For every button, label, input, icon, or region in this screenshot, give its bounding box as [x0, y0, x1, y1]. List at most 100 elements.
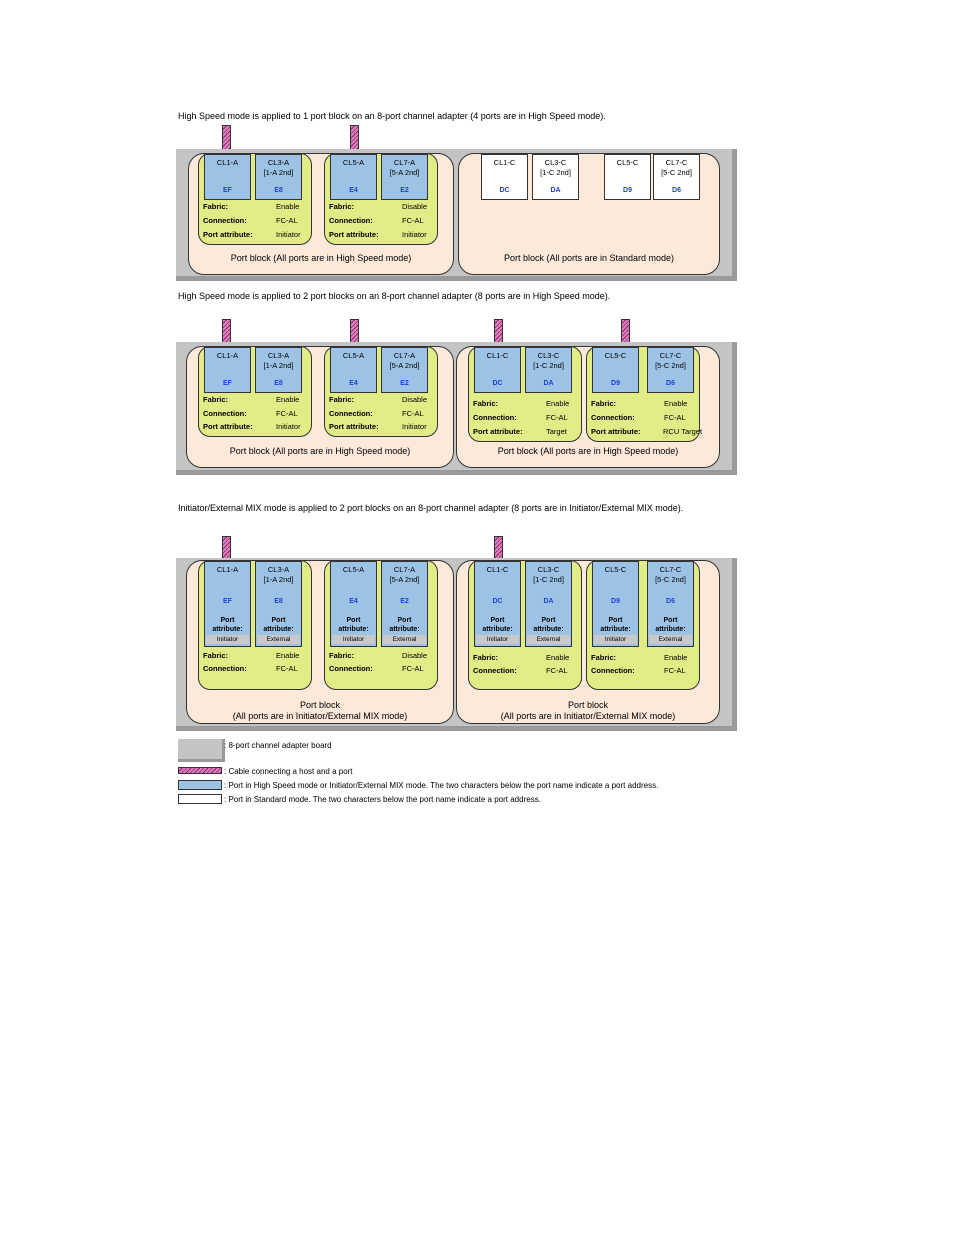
port-attr-label: Port	[490, 617, 505, 624]
port-cl5-a: CL5-A E4 Port attribute: Initiator	[330, 561, 377, 647]
legend-high-speed-text: : Port in High Speed mode or Initiator/E…	[224, 781, 659, 790]
port-group: CL5-A E4 CL7-A [5-A 2nd] E2 Fabric:Disab…	[324, 153, 438, 245]
port-block-standard: CL1-C DC CL3-C [1-C 2nd] DA CL5-C D9 CL7…	[458, 153, 720, 275]
port-address: E2	[400, 598, 409, 605]
port-sub: [1-A 2nd]	[263, 575, 294, 584]
port-cl3-a: CL3-A [1-A 2nd] E8	[255, 347, 302, 393]
legend-standard-swatch	[178, 794, 222, 804]
port-name: CL3-A	[267, 565, 290, 574]
port-name: CL1-C	[493, 158, 516, 167]
port-address: DC	[499, 187, 510, 194]
port-address: DA	[550, 187, 561, 194]
port-name: CL3-C	[537, 351, 560, 360]
port-address: DC	[492, 380, 503, 387]
port-name: CL5-A	[342, 565, 365, 574]
port-block-label: Port block (All ports are in Standard mo…	[503, 253, 675, 263]
port-cl5-a: CL5-A E4	[330, 347, 377, 393]
port-name: CL1-A	[216, 565, 239, 574]
port-block-mix: CL1-A EF Port attribute: Initiator CL3-A…	[186, 560, 454, 724]
port-attr-label: Port	[346, 617, 361, 624]
port-cl3-a: CL3-A [1-A 2nd] E8 Port attribute: Exter…	[255, 561, 302, 647]
caption-diagram-1: High Speed mode is applied to 1 port blo…	[178, 111, 606, 121]
port-sub: [1-C 2nd]	[533, 575, 564, 584]
port-sub: [5-A 2nd]	[389, 361, 420, 370]
port-cl1-c: CL1-C DC	[474, 347, 521, 393]
port-block-label-detail: (All ports are in Initiator/External MIX…	[232, 711, 408, 721]
port-name: CL5-A	[342, 351, 365, 360]
port-group: CL5-A E4 Port attribute: Initiator CL7-A…	[324, 560, 438, 690]
port-name: CL3-C	[537, 565, 560, 574]
port-sub: [1-A 2nd]	[263, 168, 294, 177]
port-name: CL5-C	[616, 158, 639, 167]
legend-cable-swatch	[178, 767, 222, 774]
port-address: D6	[666, 598, 675, 605]
port-group: CL5-C D9 CL7-C [5-C 2nd] D6 Fabric:Enabl…	[586, 346, 702, 442]
port-address: E2	[400, 187, 409, 194]
port-address: DA	[543, 598, 554, 605]
port-block-label: Port block	[567, 700, 609, 710]
port-address: E4	[349, 598, 358, 605]
port-cl1-a: CL1-A EF	[204, 154, 251, 200]
port-attr-label: attribute:	[600, 626, 631, 633]
port-attr-label: Port	[663, 617, 678, 624]
port-sub: [5-A 2nd]	[389, 575, 420, 584]
port-address: EF	[223, 187, 232, 194]
port-attr-label: attribute:	[655, 626, 686, 633]
port-group: CL1-A EF CL3-A [1-A 2nd] E8 Fabric:Enabl…	[198, 346, 312, 437]
adapter-board-d1: CL1-A EF CL3-A [1-A 2nd] E8 Fabric:Enabl…	[176, 149, 737, 281]
port-sub: [1-C 2nd]	[533, 361, 564, 370]
port-cl7-a: CL7-A [5-A 2nd] E2 Port attribute: Exter…	[381, 561, 428, 647]
port-attr-value: Initiator	[476, 635, 519, 644]
cable-cl1-c-d2	[494, 319, 503, 344]
port-address: E4	[349, 187, 358, 194]
port-cl3-c: CL3-C [1-C 2nd] DA	[525, 347, 572, 393]
port-name: CL5-C	[604, 351, 627, 360]
port-attr-label: attribute:	[212, 626, 243, 633]
port-cl1-c: CL1-C DC Port attribute: Initiator	[474, 561, 521, 647]
port-address: D9	[623, 187, 632, 194]
port-name: CL5-C	[604, 565, 627, 574]
port-block-high-speed-c: CL1-C DC CL3-C [1-C 2nd] DA Fabric:Enabl…	[456, 346, 720, 468]
port-name: CL3-A	[267, 158, 290, 167]
port-block-label: Port block (All ports are in High Speed …	[229, 446, 411, 456]
port-address: E8	[274, 187, 283, 194]
port-block-label: Port block (All ports are in High Speed …	[230, 253, 412, 263]
cable-cl1-a-d1	[222, 125, 231, 151]
port-attr-label: Port	[608, 617, 623, 624]
caption-diagram-2: High Speed mode is applied to 2 port blo…	[178, 291, 611, 301]
port-cl3-a: CL3-A [1-A 2nd] E8	[255, 154, 302, 200]
port-group: CL5-C D9 Port attribute: Initiator CL7-C…	[586, 560, 700, 690]
port-attr-value: Initiator	[206, 635, 249, 644]
port-attr-label: attribute:	[338, 626, 369, 633]
port-block-label-detail: (All ports are in Initiator/External MIX…	[500, 711, 676, 721]
cable-cl5-a-d2	[350, 319, 359, 344]
port-name: CL5-A	[342, 158, 365, 167]
port-address: D9	[611, 380, 620, 387]
port-attr-label: attribute:	[389, 626, 420, 633]
port-address: DC	[492, 598, 503, 605]
port-sub: [5-A 2nd]	[389, 168, 420, 177]
port-address: D9	[611, 598, 620, 605]
port-group: CL1-C DC Port attribute: Initiator CL3-C…	[468, 560, 582, 690]
port-attr-value: External	[527, 635, 570, 644]
port-group: CL1-A EF CL3-A [1-A 2nd] E8 Fabric:Enabl…	[198, 153, 312, 245]
port-group: CL1-A EF Port attribute: Initiator CL3-A…	[198, 560, 312, 690]
port-name: CL1-C	[486, 351, 509, 360]
cable-cl1-c-d3	[494, 536, 503, 560]
cable-cl1-a-d3	[222, 536, 231, 560]
legend-cable-text: : Cable connecting a host and a port	[224, 767, 353, 776]
caption-diagram-3: Initiator/External MIX mode is applied t…	[178, 503, 684, 513]
port-address: E8	[274, 598, 283, 605]
port-block-label: Port block	[299, 700, 341, 710]
port-cl7-a: CL7-A [5-A 2nd] E2	[381, 347, 428, 393]
port-cl3-c: CL3-C [1-C 2nd] DA	[532, 154, 579, 200]
port-cl3-c: CL3-C [1-C 2nd] DA Port attribute: Exter…	[525, 561, 572, 647]
port-name: CL7-C	[659, 351, 682, 360]
port-cl1-c: CL1-C DC	[481, 154, 528, 200]
port-attr-value: External	[649, 635, 692, 644]
port-sub: [5-C 2nd]	[655, 575, 686, 584]
port-cl1-a: CL1-A EF	[204, 347, 251, 393]
port-name: CL3-A	[267, 351, 290, 360]
port-attr-value: Initiator	[332, 635, 375, 644]
adapter-board-d2: CL1-A EF CL3-A [1-A 2nd] E8 Fabric:Enabl…	[176, 342, 737, 475]
